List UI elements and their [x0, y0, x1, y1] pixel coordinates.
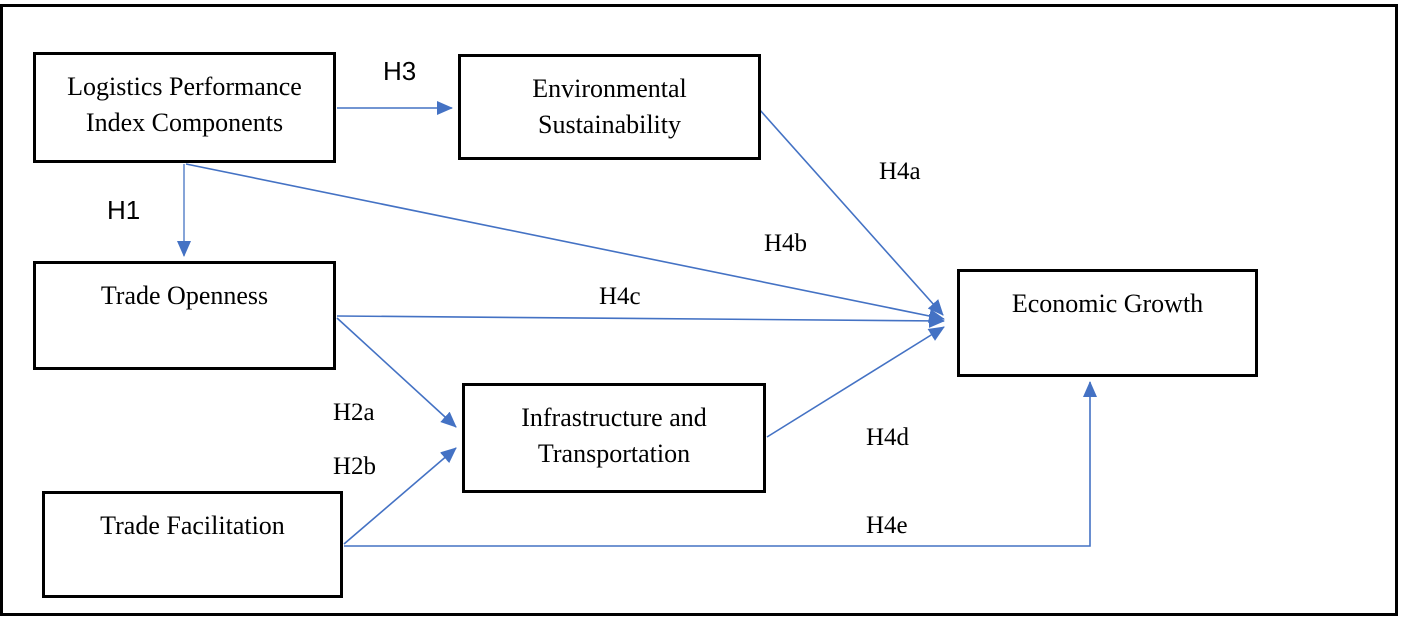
arrow-h2a — [336, 317, 457, 428]
label-h4a: H4a — [879, 158, 921, 185]
box-label: Infrastructure and Transportation — [521, 403, 707, 469]
box-trade-openness: Trade Openness — [33, 261, 336, 370]
arrow-h4e — [344, 381, 1097, 547]
box-economic-growth: Economic Growth — [957, 269, 1258, 377]
arrow-h4b — [185, 163, 945, 323]
box-label: Environmental Sustainability — [532, 74, 687, 140]
label-h4c: H4c — [599, 283, 641, 310]
arrow-h4d — [766, 326, 945, 438]
label-h2b: H2b — [333, 453, 377, 480]
label-h2a: H2a — [333, 399, 375, 426]
box-logistics-performance-index-components: Logistics Performance Index Components — [33, 52, 336, 163]
arrow-h2b — [343, 447, 457, 545]
label-h4e: H4e — [866, 512, 908, 539]
box-label: Trade Facilitation — [100, 511, 285, 540]
label-h4d: H4d — [866, 424, 910, 451]
box-environmental-sustainability: Environmental Sustainability — [458, 54, 761, 160]
label-h1: H1 — [107, 195, 141, 225]
box-label: Trade Openness — [100, 281, 269, 310]
arrow-h4a — [758, 108, 944, 316]
arrow-h4c — [336, 313, 945, 328]
box-trade-facilitation: Trade Facilitation — [42, 491, 343, 598]
box-label: Logistics Performance Index Components — [67, 72, 302, 138]
label-h4b: H4b — [764, 230, 808, 257]
box-label: Economic Growth — [1011, 289, 1204, 318]
label-h3: H3 — [383, 56, 417, 86]
box-infrastructure-and-transportation: Infrastructure and Transportation — [462, 383, 766, 493]
